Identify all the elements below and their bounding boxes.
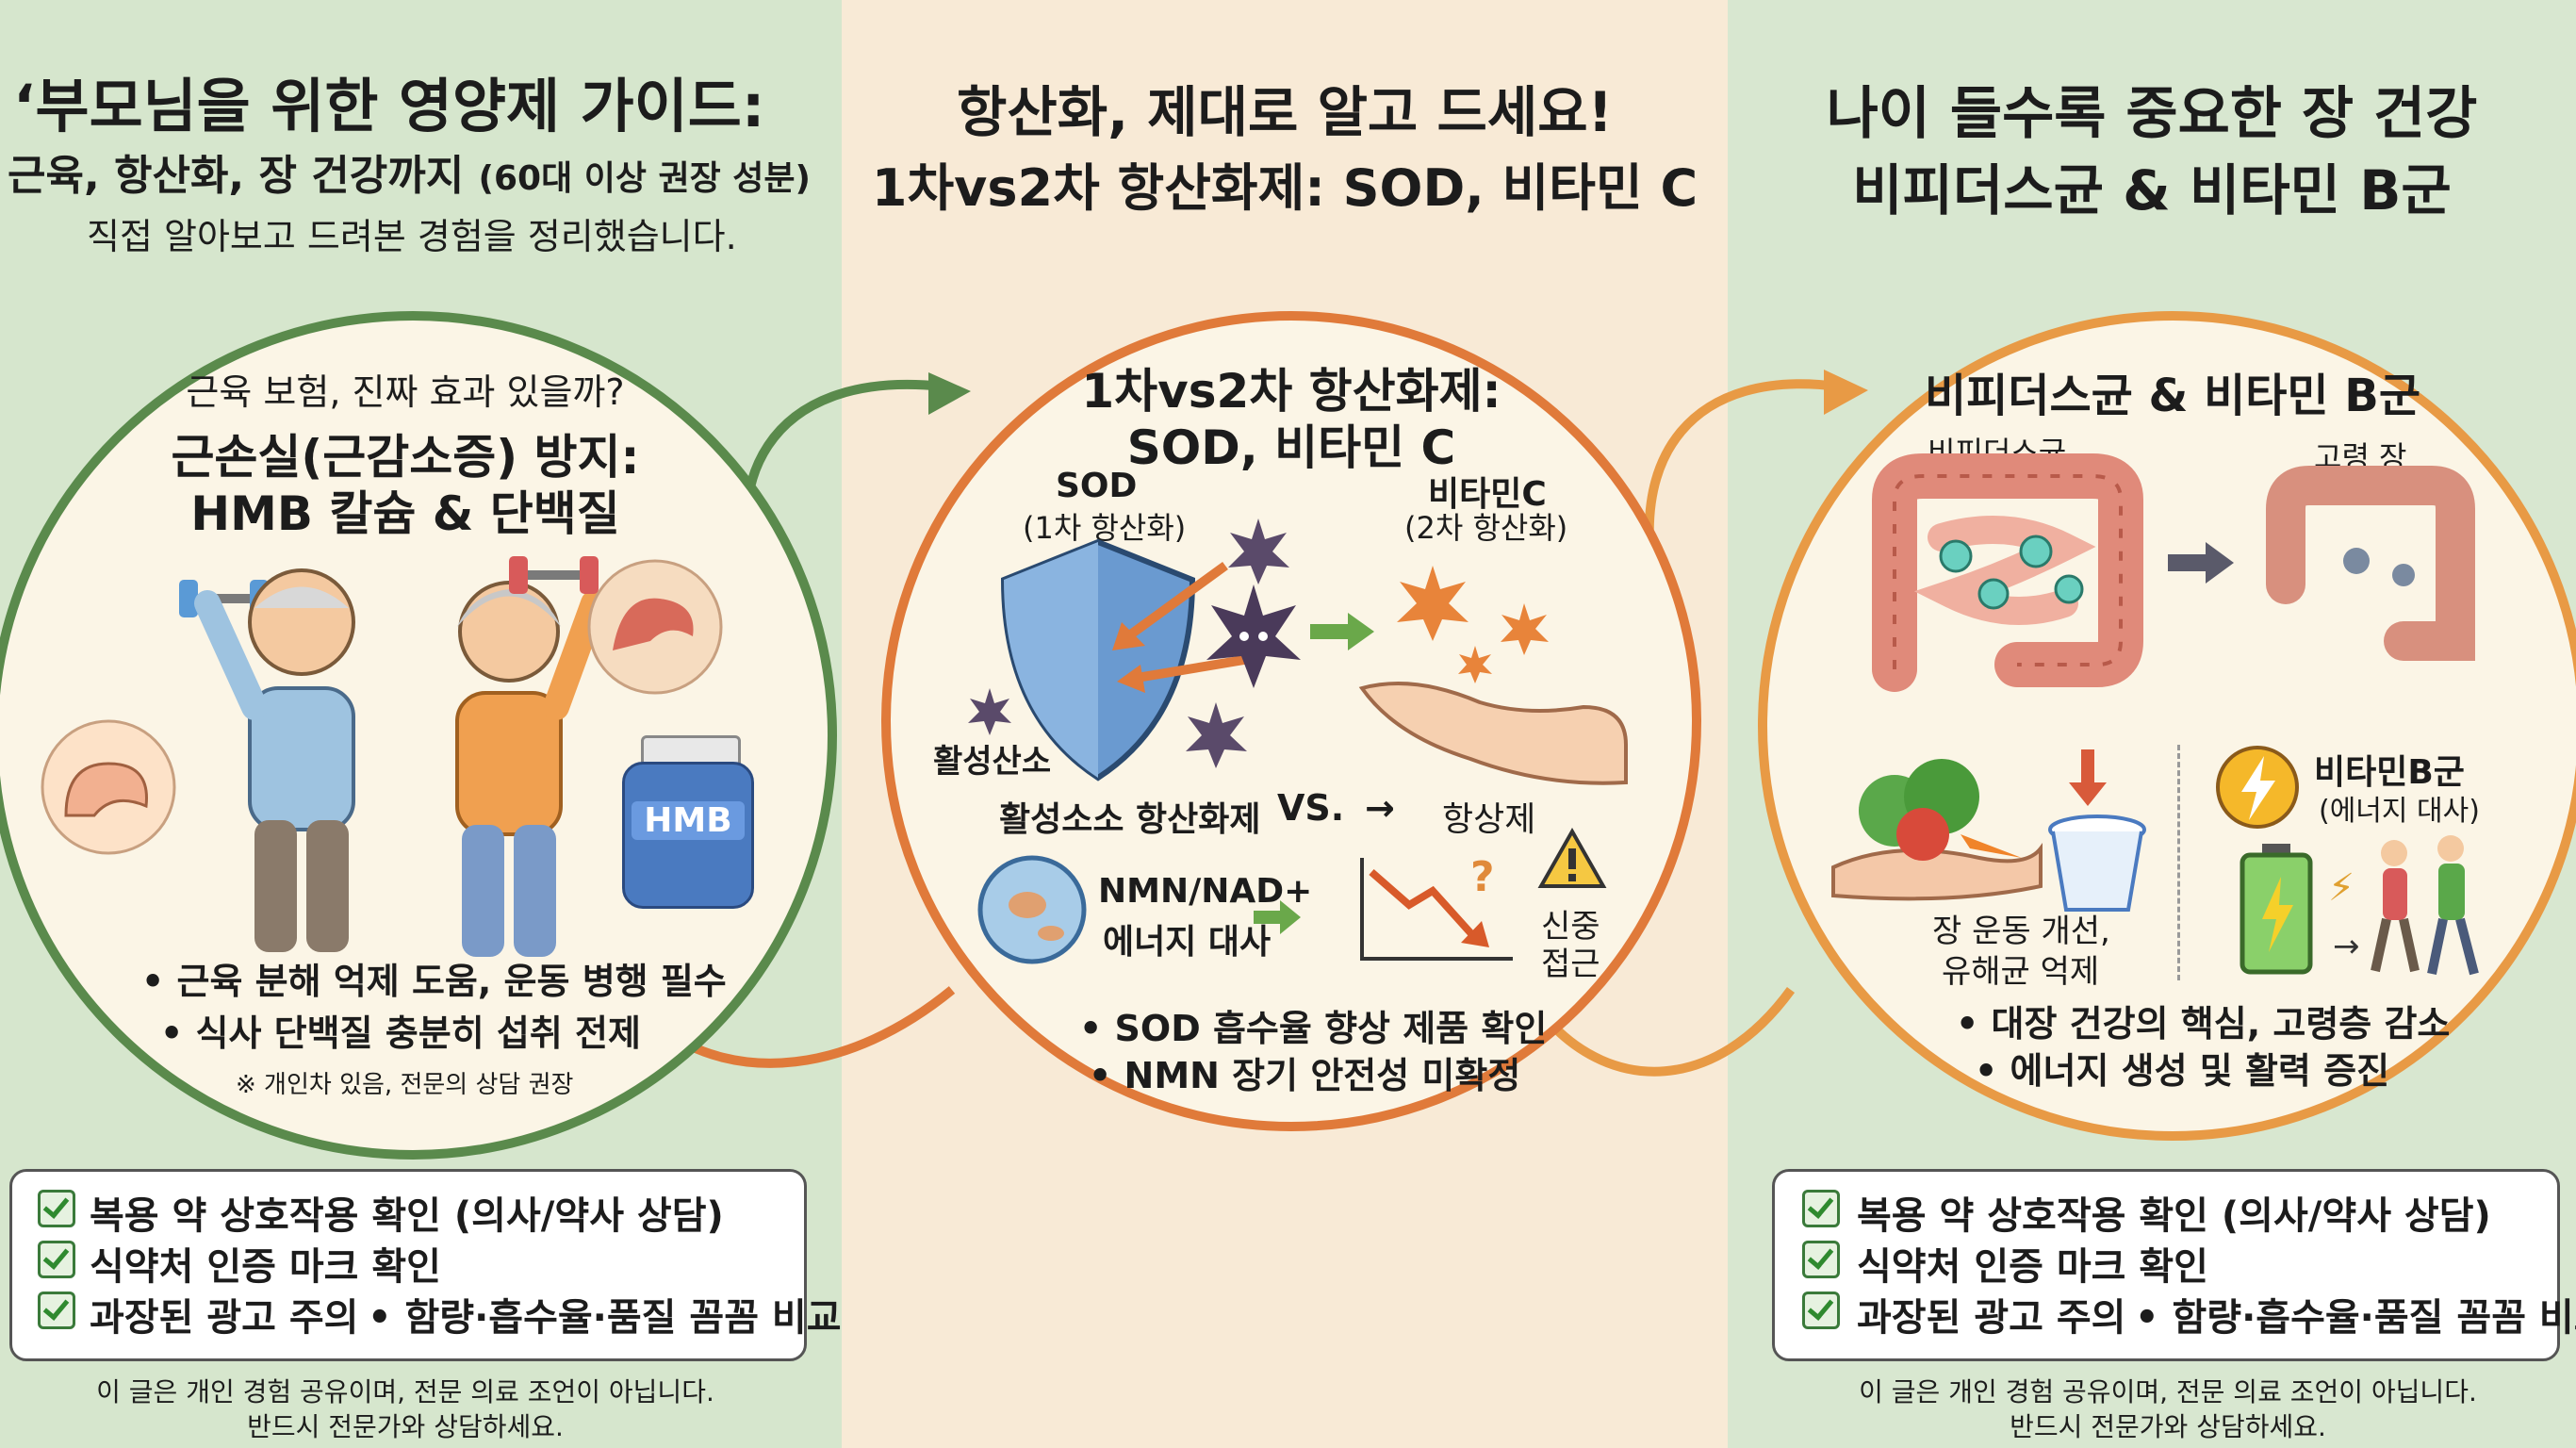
vitc-sub: (2차 항산화) bbox=[1404, 510, 1568, 546]
warning-icon bbox=[1537, 827, 1607, 888]
right-check-3: 과장된 광고 주의 bbox=[1857, 1296, 2126, 1340]
left-check-1: 복용 약 상호작용 확인 (의사/약사 상담) bbox=[90, 1194, 724, 1238]
check-icon bbox=[1802, 1292, 1840, 1329]
virus-icon bbox=[1458, 646, 1492, 683]
compare-vs: VS. bbox=[1277, 787, 1345, 829]
virus-icon bbox=[1397, 566, 1468, 641]
check-icon bbox=[1802, 1241, 1840, 1278]
left-circle-heading1: 근손실(근감소증) 방지: bbox=[171, 430, 640, 485]
middle-circle-heading1: 1차vs2차 항산화제: bbox=[1081, 364, 1501, 419]
nmn-label-1: NMN/NAD+ bbox=[1098, 872, 1313, 911]
left-circle-heading2: HMB 칼슘 & 단백질 bbox=[190, 486, 620, 541]
middle-bullet-1: • SOD 흡수율 향상 제품 확인 bbox=[1079, 1008, 1548, 1049]
yogurt-icon bbox=[2048, 814, 2146, 912]
middle-title-2: 1차vs2차 항산화제: SOD, 비타민 C bbox=[871, 158, 1698, 218]
virus-icon bbox=[1206, 584, 1301, 688]
left-circle-note: ※ 개인차 있음, 전문의 상담 권장 bbox=[236, 1071, 574, 1099]
svg-text:→: → bbox=[2333, 928, 2360, 965]
check-icon bbox=[1802, 1190, 1840, 1227]
vitc-label: 비타민C bbox=[1428, 475, 1547, 514]
svg-text:?: ? bbox=[1470, 853, 1495, 901]
check-icon bbox=[38, 1190, 75, 1227]
middle-bullet-2: • NMN 장기 안전성 미확정 bbox=[1089, 1055, 1521, 1096]
compare-arrow: → bbox=[1365, 787, 1395, 829]
left-title: ‘부모님을 위한 영양제 가이드: bbox=[13, 72, 765, 140]
sod-label: SOD bbox=[1056, 467, 1138, 505]
right-check-extra: • 함량·흡수율·품질 꼼꼼 비교 bbox=[2135, 1296, 2576, 1340]
left-check-extra: • 함량·흡수율·품질 꼼꼼 비교 bbox=[368, 1296, 842, 1340]
gut-benefit-2: 유해균 억제 bbox=[1942, 953, 2100, 991]
muscle-icon bbox=[41, 719, 176, 855]
shield-icon bbox=[1000, 538, 1196, 782]
left-check-3: 과장된 광고 주의 bbox=[90, 1296, 359, 1340]
cell-icon bbox=[977, 855, 1087, 964]
left-circle-question: 근육 보험, 진짜 효과 있을까? bbox=[186, 371, 625, 413]
down-arrow-icon bbox=[2069, 749, 2107, 806]
divider-dashed bbox=[2177, 745, 2180, 980]
walking-couple-icon: ⚡ → bbox=[2328, 835, 2479, 976]
right-disclaimer-1: 이 글은 개인 경험 공유이며, 전문 의료 조언이 아닙니다. bbox=[1859, 1376, 2477, 1407]
sod-sub: (1차 항산화) bbox=[1023, 510, 1187, 546]
chart-down-icon: ? bbox=[1360, 853, 1513, 961]
intestine-icon bbox=[1872, 453, 2143, 692]
attack-arrows bbox=[1112, 561, 1245, 693]
right-bullet-1: • 대장 건강의 핵심, 고령층 감소 bbox=[1956, 1003, 2451, 1045]
muscle-icon bbox=[587, 559, 723, 695]
ros-label: 활성산소 bbox=[933, 743, 1052, 781]
right-checklist-card bbox=[1772, 1169, 2560, 1361]
left-subtitle: 근육, 항산화, 장 건강까지 (60대 이상 권장 성분) bbox=[8, 141, 811, 202]
arrow-right-icon bbox=[1254, 900, 1301, 934]
caution-1: 신중 bbox=[1541, 908, 1600, 946]
left-disclaimer-1: 이 글은 개인 경험 공유이며, 전문 의료 조언이 아닙니다. bbox=[96, 1376, 714, 1407]
right-title-1: 나이 들수록 중요한 장 건강 bbox=[1826, 81, 2478, 147]
virus-icon bbox=[1228, 518, 1289, 584]
senior-woman-figure bbox=[455, 581, 607, 957]
vitb-label-1: 비타민B군 bbox=[2314, 753, 2465, 792]
left-subtitle-main: 근육, 항산화, 장 건강까지 bbox=[8, 152, 465, 200]
dumbbell-icon bbox=[509, 556, 599, 594]
senior-man-figure bbox=[194, 568, 355, 952]
check-icon bbox=[38, 1292, 75, 1329]
left-check-2: 식약처 인증 마크 확인 bbox=[90, 1245, 441, 1289]
virus-icon bbox=[1501, 603, 1549, 655]
middle-title-1: 항산화, 제대로 알고 드세요! bbox=[956, 80, 1614, 144]
right-circle-heading: 비피더스균 & 비타민 B군 bbox=[1924, 370, 2421, 422]
virus-icon bbox=[1186, 702, 1247, 768]
right-check-1: 복용 약 상호작용 확인 (의사/약사 상담) bbox=[1857, 1194, 2491, 1238]
middle-circle-heading2: SOD, 비타민 C bbox=[1126, 420, 1456, 475]
left-checklist-card bbox=[9, 1169, 807, 1361]
left-subtitle-paren: (60대 이상 권장 성분) bbox=[478, 159, 811, 198]
check-icon bbox=[38, 1241, 75, 1278]
left-circle-bullet-2: • 식사 단백질 충분히 섭취 전제 bbox=[160, 1012, 641, 1054]
battery-icon bbox=[2240, 844, 2313, 975]
lightning-icon bbox=[2216, 746, 2299, 829]
right-title-2: 비피더스균 & 비타민 B군 bbox=[1852, 158, 2452, 222]
hmb-bottle: HMB bbox=[622, 735, 754, 909]
compare-left: 활성소소 항산화제 bbox=[999, 800, 1261, 839]
svg-text:⚡: ⚡ bbox=[2328, 866, 2354, 910]
virus-icon bbox=[968, 688, 1011, 735]
hmb-bottle-label: HMB bbox=[632, 801, 745, 840]
neutralize-arrow bbox=[1310, 613, 1374, 650]
right-disclaimer-2: 반드시 전문가와 상담하세요. bbox=[2010, 1411, 2326, 1442]
intestine-icon bbox=[2266, 466, 2475, 661]
left-disclaimer-2: 반드시 전문가와 상담하세요. bbox=[247, 1411, 564, 1442]
right-check-2: 식약처 인증 마크 확인 bbox=[1857, 1245, 2208, 1289]
caution-2: 접근 bbox=[1541, 946, 1600, 983]
vitb-label-2: (에너지 대사) bbox=[2319, 795, 2480, 828]
compare-right: 항상제 bbox=[1442, 800, 1536, 839]
left-tagline: 직접 알아보고 드려본 경험을 정리했습니다. bbox=[87, 216, 737, 257]
left-circle-bullet-1: • 근육 분해 억제 도움, 운동 병행 필수 bbox=[141, 961, 727, 1002]
gut-benefit-1: 장 운동 개선, bbox=[1932, 913, 2110, 950]
arrow-right-icon bbox=[2168, 542, 2234, 584]
nmn-label-2: 에너지 대사 bbox=[1103, 923, 1272, 962]
right-circle bbox=[1758, 311, 2576, 1141]
hand-icon bbox=[1358, 682, 1628, 785]
right-bullet-2: • 에너지 생성 및 활력 증진 bbox=[1975, 1050, 2390, 1092]
vegetables-icon bbox=[1831, 759, 2043, 901]
